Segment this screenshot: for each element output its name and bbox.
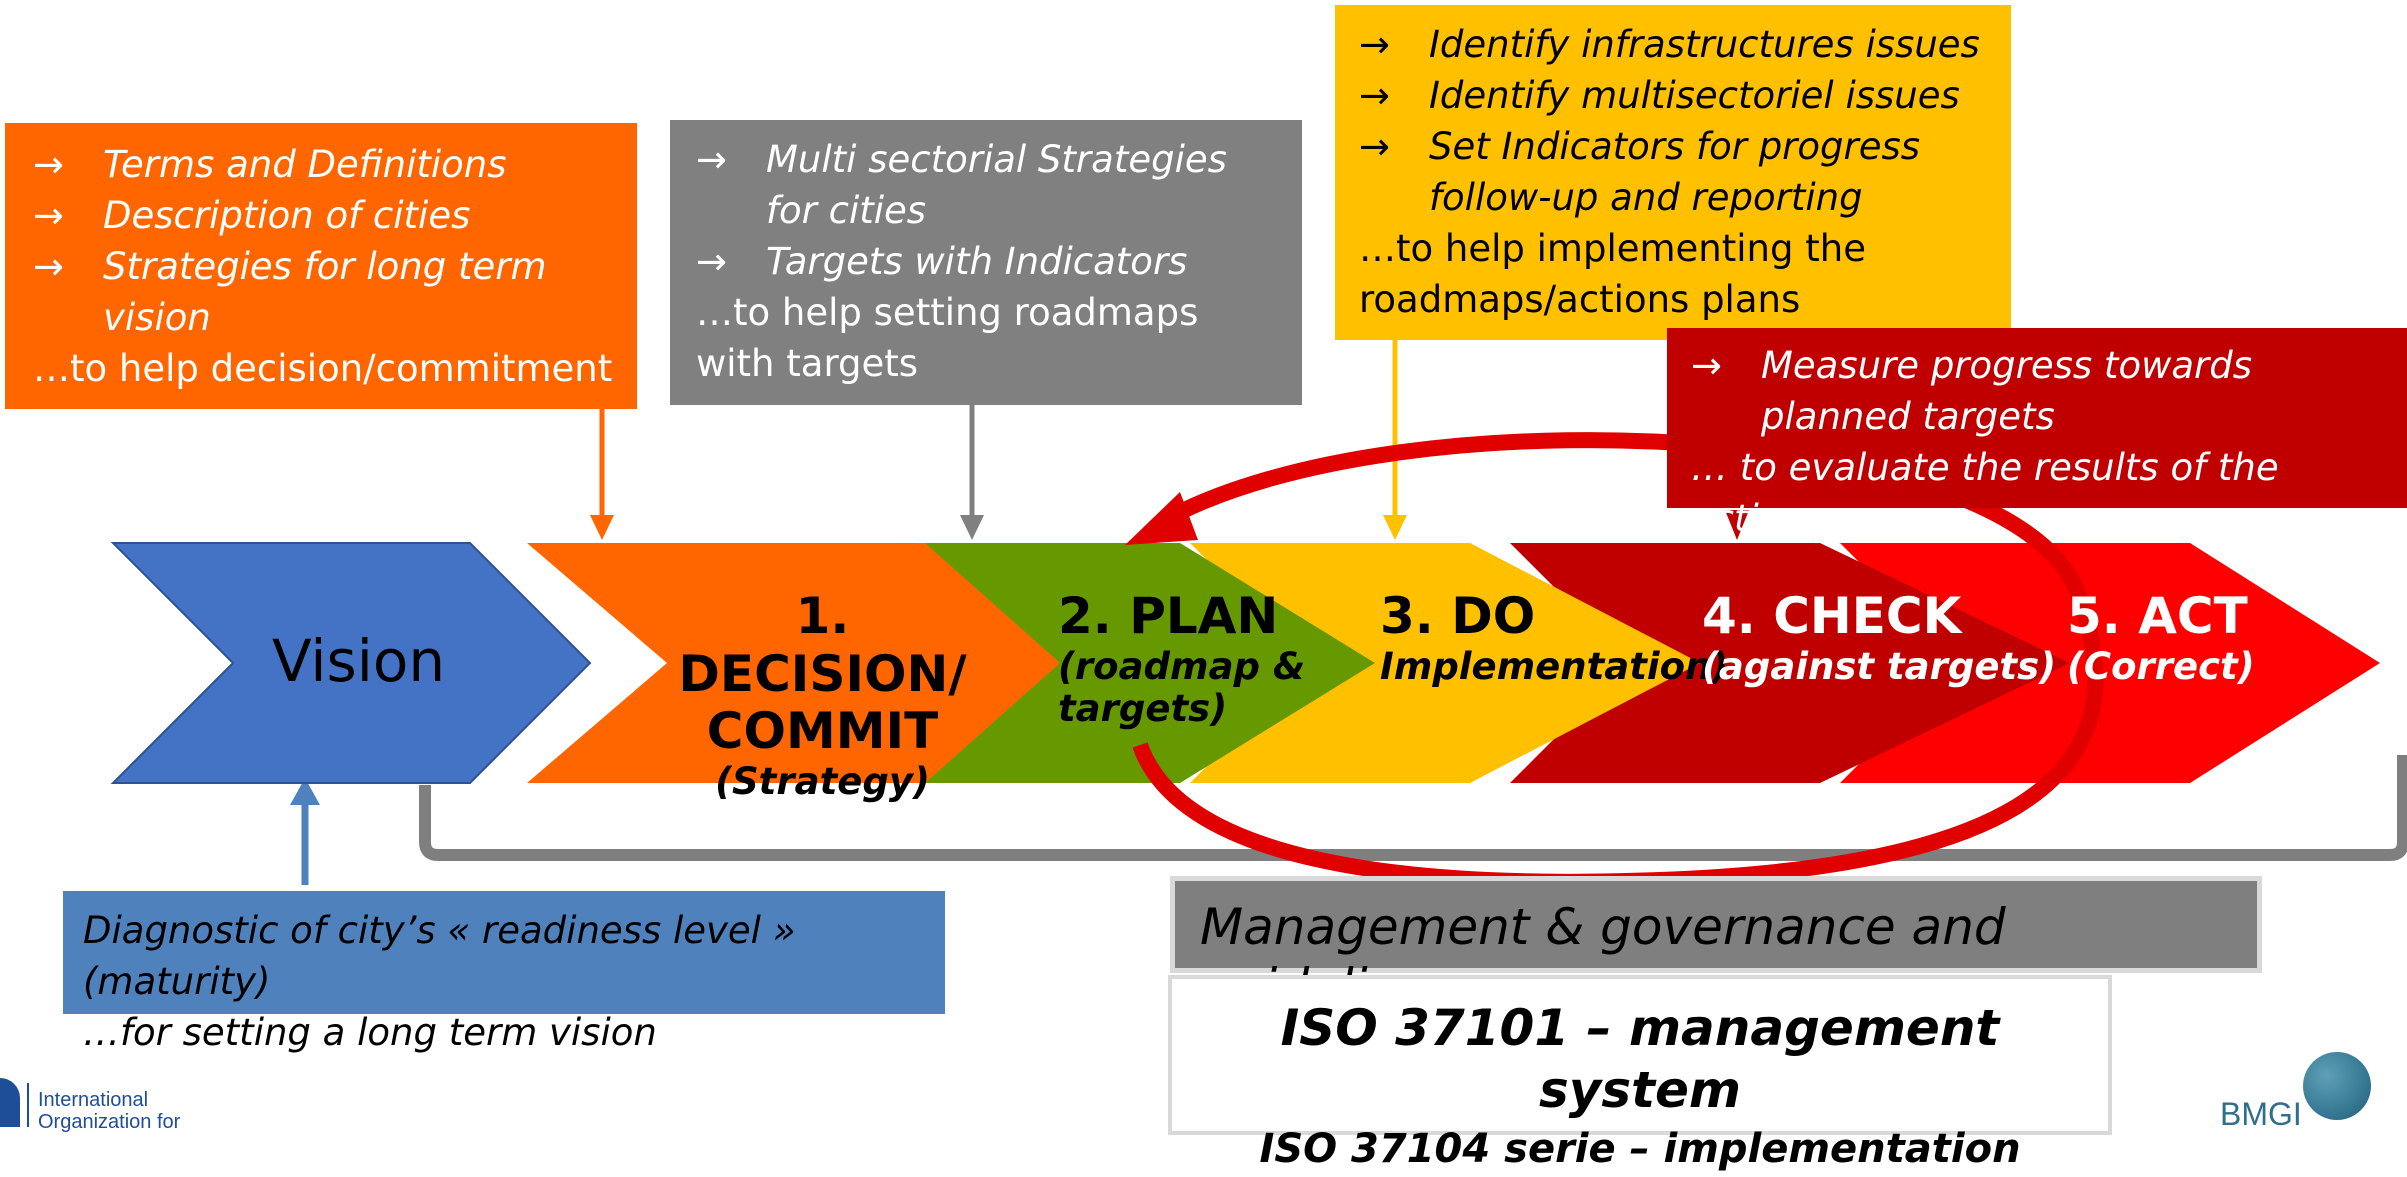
iso-line1: ISO 37101 – management system xyxy=(1280,999,2000,1119)
vision-title: Vision xyxy=(272,627,446,695)
bmgi-logo: BMGI xyxy=(2215,1048,2395,1132)
plan-chevron xyxy=(920,543,1375,783)
plan-footer: …to help setting roadmaps with targets xyxy=(696,291,1199,385)
do-subtitle: Implementation) xyxy=(1380,644,1729,688)
decision-title-line2: COMMIT xyxy=(706,702,939,760)
decision-title-line1: 1. DECISION/ xyxy=(678,587,967,703)
arrow-icon: → xyxy=(696,138,728,181)
plan-info-box: → Multi sectorial Strategies for cities →… xyxy=(670,120,1302,405)
management-bar: Management & governance and guidelines xyxy=(1170,876,2262,1016)
do-title: 3. DO xyxy=(1380,587,1536,645)
arrow-icon: → xyxy=(1359,23,1391,66)
iso-logo-line1: International xyxy=(38,1089,149,1111)
decision-bullet: → Description of cities xyxy=(33,190,619,241)
vision-chevron xyxy=(110,542,592,784)
check-footer: … to evaluate the results of the actions xyxy=(1691,446,2279,540)
check-chevron xyxy=(1510,543,2070,783)
do-chevron xyxy=(1190,543,1700,783)
arrow-icon: → xyxy=(33,245,65,288)
decision-bullet: → Strategies for long term vision xyxy=(33,241,619,343)
diagnostic-arrowhead xyxy=(290,778,320,805)
iso-logo-divider xyxy=(27,1083,29,1127)
do-info-box: → Identify infrastructures issues → Identi… xyxy=(1335,5,2011,340)
diagnostic-line2: …for setting a long term vision xyxy=(83,1011,657,1054)
plan-bullet: → Targets with Indicators xyxy=(696,236,1284,287)
cycle-loop-arrowhead xyxy=(1125,492,1198,545)
plan-bullet: → Multi sectorial Strategies for cities xyxy=(696,134,1284,236)
check-info-box: → Measure progress towards planned target… xyxy=(1667,328,2407,540)
decision-bullet: → Terms and Definitions xyxy=(33,139,619,190)
do-footer: …to help implementing the roadmaps/actio… xyxy=(1359,227,1866,321)
iso-logo-text: International Organization for xyxy=(38,1089,180,1133)
do-bullet: → Identify infrastructures issues xyxy=(1359,19,1993,70)
cycle-loop-arrow xyxy=(1132,432,2104,890)
arrow-icon: → xyxy=(33,194,65,237)
act-title: 5. ACT xyxy=(2067,587,2248,645)
pdca-diagram xyxy=(110,340,2407,890)
bmgi-text: BMGI xyxy=(2220,1096,2302,1132)
iso-logo-line2: Organization for xyxy=(38,1111,181,1133)
bullet-text: Strategies for long term vision xyxy=(103,245,547,339)
iso-line2: ISO 37104 serie – implementation xyxy=(1259,1126,2021,1172)
cycle-bracket xyxy=(419,755,2407,861)
stage-vision-label: Vision xyxy=(272,628,445,695)
decision-subtitle: (Strategy) xyxy=(715,759,930,803)
globe-icon xyxy=(2303,1052,2371,1120)
stage-decision-label: 1. DECISION/ COMMIT (Strategy) xyxy=(650,587,995,803)
bullet-text: Description of cities xyxy=(103,194,471,237)
iso-standards-box: ISO 37101 – management system ISO 37104 … xyxy=(1168,975,2112,1172)
bullet-text: Measure progress towards planned targets xyxy=(1761,344,2252,438)
bullet-text: Targets with Indicators xyxy=(766,240,1188,283)
stage-check-label: 4. CHECK (against targets) xyxy=(1702,587,2057,688)
check-bullet: → Measure progress towards planned target… xyxy=(1691,340,2393,442)
decision-chevron xyxy=(527,543,1060,783)
bullet-text: Identify infrastructures issues xyxy=(1429,23,1980,66)
decision-info-box: → Terms and Definitions → Description of c… xyxy=(5,123,637,409)
diagnostic-line1: Diagnostic of city’s « readiness level »… xyxy=(83,909,796,1003)
stage-plan-label: 2. PLAN (roadmap & targets) xyxy=(1058,587,1306,731)
arrow-icon: → xyxy=(33,143,65,186)
arrow-icon: → xyxy=(1359,74,1391,117)
stage-do-label: 3. DO Implementation) xyxy=(1380,587,1729,688)
bullet-text: Multi sectorial Strategies for cities xyxy=(766,138,1227,232)
bullet-text: Set Indicators for progress follow-up an… xyxy=(1429,125,1921,219)
plan-arrowhead xyxy=(960,515,984,540)
arrow-icon: → xyxy=(1359,125,1391,168)
bullet-text: Identify multisectoriel issues xyxy=(1429,74,1960,117)
do-arrowhead xyxy=(1383,515,1407,540)
act-subtitle: (Correct) xyxy=(2067,644,2255,688)
decision-footer: …to help decision/commitment xyxy=(33,347,613,390)
plan-title: 2. PLAN xyxy=(1058,587,1279,645)
diagnostic-box: Diagnostic of city’s « readiness level »… xyxy=(63,891,945,1054)
iso-logo: International Organization for xyxy=(0,1078,200,1133)
arrow-icon: → xyxy=(696,240,728,283)
decision-arrowhead xyxy=(590,515,614,540)
bullet-text: Terms and Definitions xyxy=(103,143,507,186)
plan-subtitle-line1: (roadmap & xyxy=(1058,644,1306,688)
check-subtitle: (against targets) xyxy=(1702,644,2057,688)
act-chevron xyxy=(1840,543,2380,783)
do-bullet: → Set Indicators for progress follow-up a… xyxy=(1359,121,1993,223)
do-bullet: → Identify multisectoriel issues xyxy=(1359,70,1993,121)
stage-act-label: 5. ACT (Correct) xyxy=(2067,587,2255,688)
iso-logo-mark xyxy=(0,1078,20,1127)
plan-subtitle-line2: targets) xyxy=(1058,687,1228,731)
check-title: 4. CHECK xyxy=(1702,587,1962,645)
arrow-icon: → xyxy=(1691,344,1723,387)
check-arrowhead xyxy=(1725,510,1749,540)
